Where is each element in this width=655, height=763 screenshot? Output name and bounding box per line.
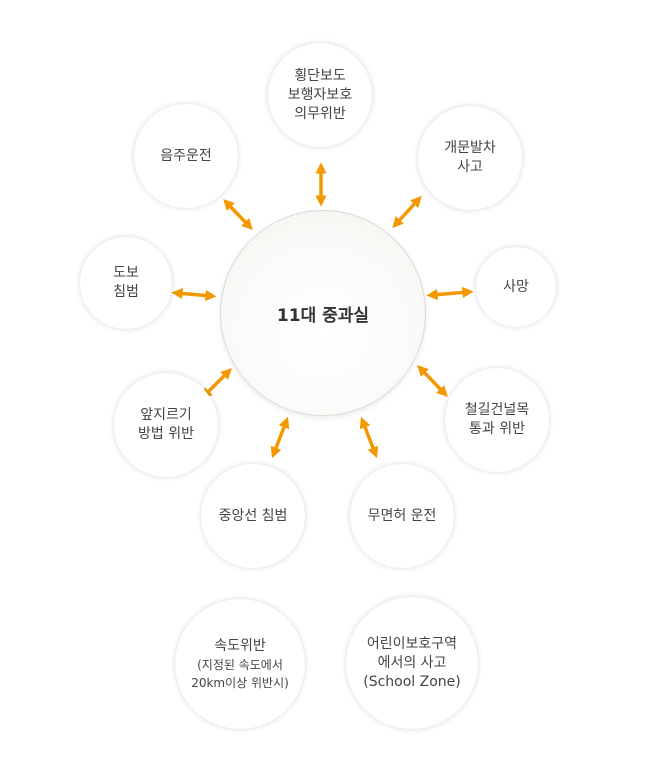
center-node: 11대 중과실 <box>220 210 426 416</box>
node-label: 무면허 운전 <box>367 507 437 524</box>
node-label: 방법 위반 <box>138 426 194 442</box>
node-death: 사망 <box>476 247 556 327</box>
arrow-right <box>426 286 474 301</box>
node-label: 개문발차 <box>444 140 496 156</box>
node-door-opening: 개문발차 사고 <box>418 106 522 210</box>
node-overtaking: 앞지르기 방법 위반 <box>114 373 218 477</box>
node-drunk-driving: 음주운전 <box>134 104 238 208</box>
node-label: 사고 <box>457 159 483 175</box>
node-centerline: 중앙선 침범 <box>201 464 305 568</box>
node-speeding: 속도위반 (지정된 속도에서 20km이상 위반시) <box>175 599 305 729</box>
node-sublabel: (지정된 속도에서 <box>197 657 283 672</box>
node-label: 침범 <box>113 284 139 300</box>
center-label: 11대 중과실 <box>276 305 370 326</box>
arrow-bottom-left <box>270 416 290 459</box>
node-label: 앞지르기 <box>140 407 192 423</box>
node-label: 도보 <box>113 265 139 281</box>
node-label: (School Zone) <box>363 673 461 690</box>
node-sidewalk: 도보 침범 <box>80 237 172 329</box>
node-school-zone: 어린이보호구역 에서의 사고 (School Zone) <box>346 597 478 729</box>
node-unlicensed: 무면허 운전 <box>350 464 454 568</box>
node-label: 보행자보호 <box>287 86 353 103</box>
node-label: 의무위반 <box>294 105 346 122</box>
node-label: 에서의 사고 <box>377 654 447 671</box>
node-label: 횡단보도 <box>294 67 346 84</box>
node-crosswalk: 횡단보도 보행자보호 의무위반 <box>268 43 372 147</box>
arrow-upper-right <box>392 195 422 229</box>
arrow-lower-left <box>201 368 232 399</box>
arrow-left <box>171 287 217 302</box>
node-sublabel: 20km이상 위반시) <box>191 675 289 690</box>
arrow-lower-right <box>417 364 448 398</box>
node-label: 사망 <box>503 278 529 295</box>
node-label: 속도위반 <box>214 637 266 654</box>
node-railroad: 철길건널목 통과 위반 <box>445 368 549 472</box>
node-label: 어린이보호구역 <box>366 635 458 652</box>
node-label: 중앙선 침범 <box>218 507 288 524</box>
node-label: 철길건널목 <box>464 402 530 418</box>
arrow-bottom-right <box>359 416 379 459</box>
arrow-upper-left <box>223 198 253 231</box>
node-label: 통과 위반 <box>469 421 525 437</box>
node-label: 음주운전 <box>160 147 212 164</box>
